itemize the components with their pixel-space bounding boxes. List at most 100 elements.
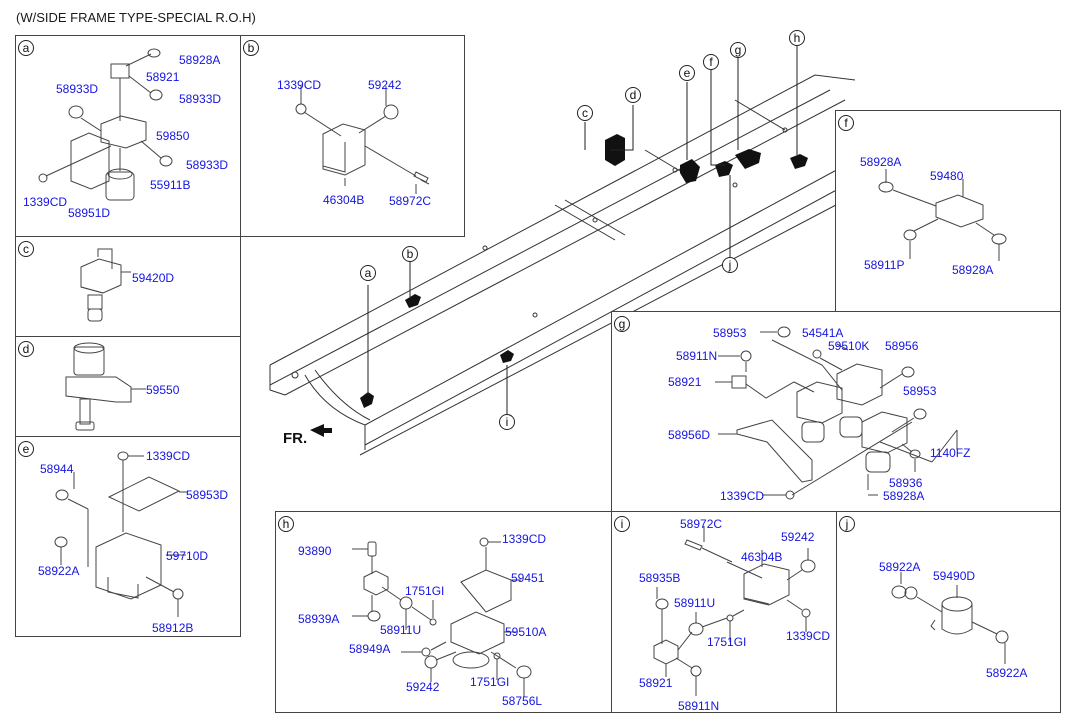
part-label[interactable]: 1751GI — [707, 635, 747, 649]
panel-c-id: c — [18, 241, 34, 257]
part-label[interactable]: 58912B — [152, 621, 194, 635]
part-label[interactable]: 58956 — [885, 339, 919, 353]
panel-g-drawing — [715, 326, 958, 500]
panel-g-id: g — [614, 316, 630, 332]
frame-callout-e[interactable]: e — [679, 65, 695, 81]
part-label[interactable]: 59490D — [933, 569, 976, 583]
part-label[interactable]: 58956D — [668, 428, 711, 442]
part-label[interactable]: 58756L — [502, 694, 543, 708]
panel-a-id: a — [18, 40, 34, 56]
part-label[interactable]: 58922A — [38, 564, 80, 578]
part-label[interactable]: 58953D — [186, 488, 229, 502]
part-label[interactable]: 58922A — [879, 560, 921, 574]
part-label[interactable]: 58949A — [349, 642, 391, 656]
frame-callout-j[interactable]: j — [722, 257, 738, 273]
panel-f-drawing — [878, 169, 1007, 261]
part-label[interactable]: 46304B — [741, 550, 783, 564]
part-label[interactable]: 1140FZ — [930, 446, 971, 460]
part-label[interactable]: 1339CD — [720, 489, 765, 503]
part-label[interactable]: 1751GI — [405, 584, 445, 598]
part-label[interactable]: 58928A — [883, 489, 925, 503]
part-label[interactable]: 59420D — [132, 271, 175, 285]
part-label[interactable]: 58939A — [298, 612, 340, 626]
part-label[interactable]: 1339CD — [502, 532, 547, 546]
part-label[interactable]: 58911U — [380, 623, 422, 637]
frame-callout-f[interactable]: f — [703, 54, 719, 70]
part-label[interactable]: 55911B — [150, 178, 191, 192]
part-label[interactable]: 59242 — [781, 530, 815, 544]
frame-callout-g[interactable]: g — [730, 42, 746, 58]
part-label[interactable]: 1339CD — [277, 78, 322, 92]
panel-e-id: e — [18, 441, 34, 457]
panel-e: e 1339CD 58944 58953D 59710D 58922A 5891… — [15, 436, 241, 637]
panel-i: i 58972C 59242 46304B 58935B 58911U 1751… — [611, 511, 837, 713]
part-label[interactable]: 58928A — [860, 155, 902, 169]
frame-callout-h[interactable]: h — [789, 30, 805, 46]
panel-f-id: f — [838, 115, 854, 131]
part-label[interactable]: 58944 — [40, 462, 74, 476]
frame-callout-b[interactable]: b — [402, 246, 418, 262]
part-label[interactable]: 58936 — [889, 476, 923, 490]
part-label[interactable]: 59510A — [505, 625, 547, 639]
part-label[interactable]: 58921 — [668, 375, 702, 389]
part-label[interactable]: 58928A — [952, 263, 994, 277]
part-label[interactable]: 58953 — [903, 384, 937, 398]
part-label[interactable]: 59510K — [828, 339, 870, 353]
part-label[interactable]: 1339CD — [786, 629, 831, 643]
part-label[interactable]: 58911U — [674, 596, 716, 610]
panel-j-id: j — [839, 516, 855, 532]
part-label[interactable]: 58911P — [864, 258, 905, 272]
panel-j-drawing — [891, 572, 1009, 664]
part-label[interactable]: 1339CD — [146, 449, 191, 463]
part-label[interactable]: 59850 — [156, 129, 190, 143]
panel-b-id: b — [243, 40, 259, 56]
panel-a-drawing — [38, 48, 173, 201]
part-label[interactable]: 58933D — [186, 158, 229, 172]
panel-a: a 58928A 58921 58933D 58933D 59850 58933… — [15, 35, 241, 237]
panel-d: d 59550 — [15, 336, 241, 437]
part-label[interactable]: 93890 — [298, 544, 332, 558]
part-label[interactable]: 59480 — [930, 169, 964, 183]
part-label[interactable]: 59550 — [146, 383, 180, 397]
front-indicator-label: FR. — [283, 430, 308, 447]
part-label[interactable]: 1339CD — [23, 195, 68, 209]
part-label[interactable]: 58928A — [179, 53, 221, 67]
vehicle-frame-illustration: a b c d e f g h i j — [255, 30, 855, 500]
part-label[interactable]: 58972C — [680, 517, 723, 531]
frame-callout-i[interactable]: i — [499, 414, 515, 430]
panel-i-id: i — [614, 516, 630, 532]
frame-callout-d[interactable]: d — [625, 87, 641, 103]
part-label[interactable]: 58921 — [146, 70, 180, 84]
panel-d-drawing — [65, 342, 146, 431]
part-label[interactable]: 59710D — [166, 549, 209, 563]
part-label[interactable]: 58951D — [68, 206, 111, 220]
frame-callout-c[interactable]: c — [577, 105, 593, 121]
part-label[interactable]: 58933D — [56, 82, 99, 96]
panel-f: f 58928A 59480 58911P 58928A — [835, 110, 1061, 312]
panel-e-drawing — [54, 451, 188, 617]
panel-g: g 58953 54541A 58911N 59510K 58956 58921… — [611, 311, 1061, 512]
panel-i-drawing — [653, 526, 816, 696]
part-label[interactable]: 59242 — [368, 78, 402, 92]
part-label[interactable]: 54541A — [802, 326, 844, 340]
part-label[interactable]: 58935B — [639, 571, 681, 585]
part-label[interactable]: 58953 — [713, 326, 747, 340]
part-label[interactable]: 59242 — [406, 680, 440, 694]
part-label[interactable]: 58911N — [676, 349, 718, 363]
front-arrow-icon — [310, 424, 332, 437]
frame-callout-a[interactable]: a — [360, 265, 376, 281]
part-label[interactable]: 58972C — [389, 194, 432, 208]
frame-drawing — [269, 45, 855, 456]
part-label[interactable]: 58922A — [986, 666, 1028, 680]
panel-h: h 1339CD 93890 59451 1751GI 58939A 58911… — [275, 511, 612, 713]
panel-h-id: h — [278, 516, 294, 532]
part-label[interactable]: 1751GI — [470, 675, 510, 689]
panel-d-id: d — [18, 341, 34, 357]
panel-c-drawing — [80, 248, 131, 322]
part-label[interactable]: 58911N — [678, 699, 720, 713]
part-label[interactable]: 58933D — [179, 92, 222, 106]
panel-c: c 59420D — [15, 236, 241, 337]
part-label[interactable]: 46304B — [323, 193, 365, 207]
part-label[interactable]: 58921 — [639, 676, 673, 690]
part-label[interactable]: 59451 — [511, 571, 545, 585]
